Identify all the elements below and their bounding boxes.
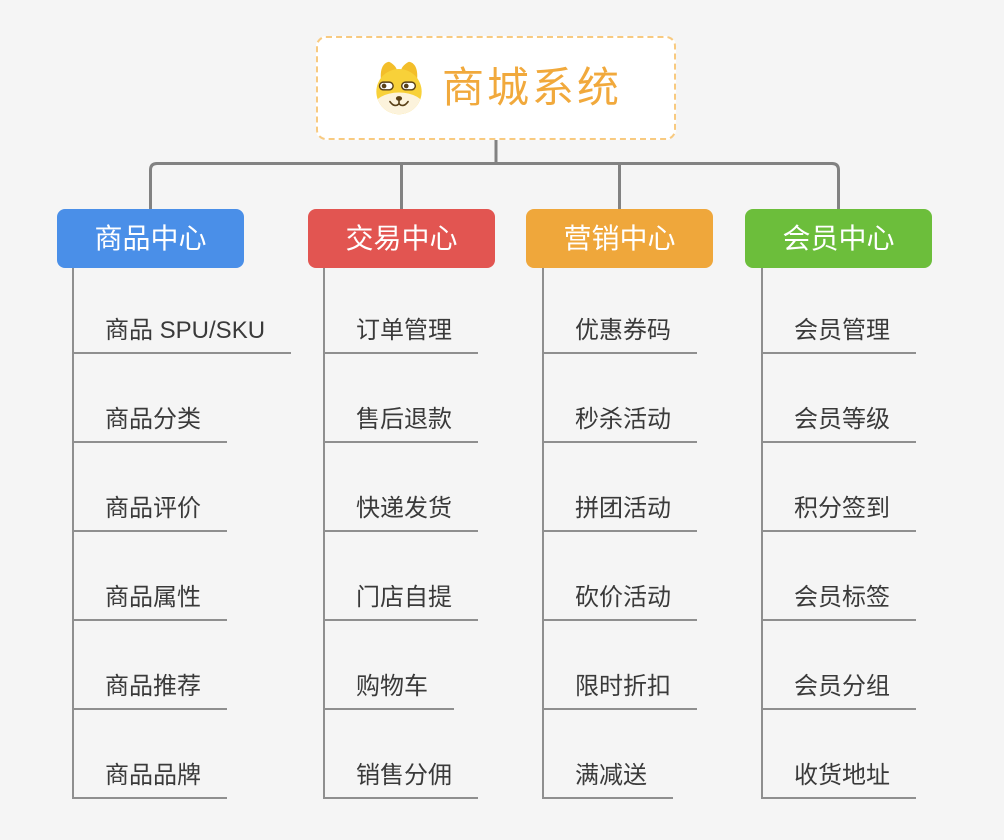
- child-node[interactable]: 优惠券码: [542, 265, 697, 354]
- child-label: 满减送: [575, 762, 647, 789]
- child-label: 会员标签: [794, 584, 890, 611]
- child-label: 优惠券码: [575, 317, 671, 344]
- child-label: 门店自提: [356, 584, 452, 611]
- child-node[interactable]: 积分签到: [761, 443, 916, 532]
- branch-label: 商品中心: [94, 222, 207, 254]
- child-label: 拼团活动: [575, 495, 671, 522]
- child-node[interactable]: 商品分类: [72, 354, 227, 443]
- branch-children-products: 商品 SPU/SKU 商品分类 商品评价 商品属性 商品推荐 商品品牌: [72, 265, 292, 799]
- child-label: 商品 SPU/SKU: [105, 317, 266, 344]
- branch-label: 交易中心: [345, 222, 458, 254]
- child-node[interactable]: 秒杀活动: [542, 354, 697, 443]
- child-label: 会员管理: [794, 317, 890, 344]
- child-label: 限时折扣: [575, 673, 671, 700]
- child-node[interactable]: 商品品牌: [72, 710, 227, 799]
- branch-rail-line: [149, 162, 840, 209]
- branch-node-products[interactable]: 商品中心: [57, 209, 244, 268]
- branch-children-members: 会员管理 会员等级 积分签到 会员标签 会员分组 收货地址: [761, 265, 916, 799]
- child-node[interactable]: 会员等级: [761, 354, 916, 443]
- root-label: 商城系统: [441, 64, 622, 111]
- child-node[interactable]: 门店自提: [323, 532, 478, 621]
- child-node[interactable]: 会员管理: [761, 265, 916, 354]
- child-label: 商品品牌: [105, 762, 201, 789]
- branch-node-members[interactable]: 会员中心: [745, 209, 932, 268]
- child-label: 积分签到: [794, 495, 890, 522]
- child-label: 售后退款: [356, 406, 452, 433]
- branch-node-marketing[interactable]: 营销中心: [526, 209, 713, 268]
- child-label: 会员等级: [794, 406, 890, 433]
- child-label: 会员分组: [794, 673, 890, 700]
- child-node[interactable]: 拼团活动: [542, 443, 697, 532]
- child-node[interactable]: 会员标签: [761, 532, 916, 621]
- child-node[interactable]: 销售分佣: [323, 710, 478, 799]
- child-node[interactable]: 商品推荐: [72, 621, 227, 710]
- child-label: 收货地址: [794, 762, 890, 789]
- branch-label: 会员中心: [782, 222, 895, 254]
- branch-children-marketing: 优惠券码 秒杀活动 拼团活动 砍价活动 限时折扣 满减送: [542, 265, 697, 799]
- root-node[interactable]: 商城系统: [316, 36, 676, 140]
- child-label: 快递发货: [356, 495, 452, 522]
- child-node[interactable]: 快递发货: [323, 443, 478, 532]
- dog-face-icon: [376, 61, 422, 115]
- child-label: 商品属性: [105, 584, 201, 611]
- child-label: 秒杀活动: [575, 406, 671, 433]
- child-label: 商品分类: [105, 406, 201, 433]
- child-node[interactable]: 砍价活动: [542, 532, 697, 621]
- child-node[interactable]: 商品 SPU/SKU: [72, 265, 292, 354]
- child-node[interactable]: 收货地址: [761, 710, 916, 799]
- child-node[interactable]: 商品属性: [72, 532, 227, 621]
- child-node[interactable]: 满减送: [542, 710, 673, 799]
- branch-children-trade: 订单管理 售后退款 快递发货 门店自提 购物车 销售分佣: [323, 265, 478, 799]
- branch-label: 营销中心: [563, 222, 676, 254]
- child-node[interactable]: 订单管理: [323, 265, 478, 354]
- child-label: 订单管理: [356, 317, 452, 344]
- branch-node-trade[interactable]: 交易中心: [308, 209, 495, 268]
- child-node[interactable]: 会员分组: [761, 621, 916, 710]
- child-label: 购物车: [356, 673, 428, 700]
- child-label: 销售分佣: [356, 762, 452, 789]
- child-node[interactable]: 限时折扣: [542, 621, 697, 710]
- child-node[interactable]: 售后退款: [323, 354, 478, 443]
- child-label: 商品评价: [105, 495, 201, 522]
- child-node[interactable]: 商品评价: [72, 443, 227, 532]
- child-label: 砍价活动: [575, 584, 671, 611]
- child-node[interactable]: 购物车: [323, 621, 454, 710]
- child-label: 商品推荐: [105, 673, 201, 700]
